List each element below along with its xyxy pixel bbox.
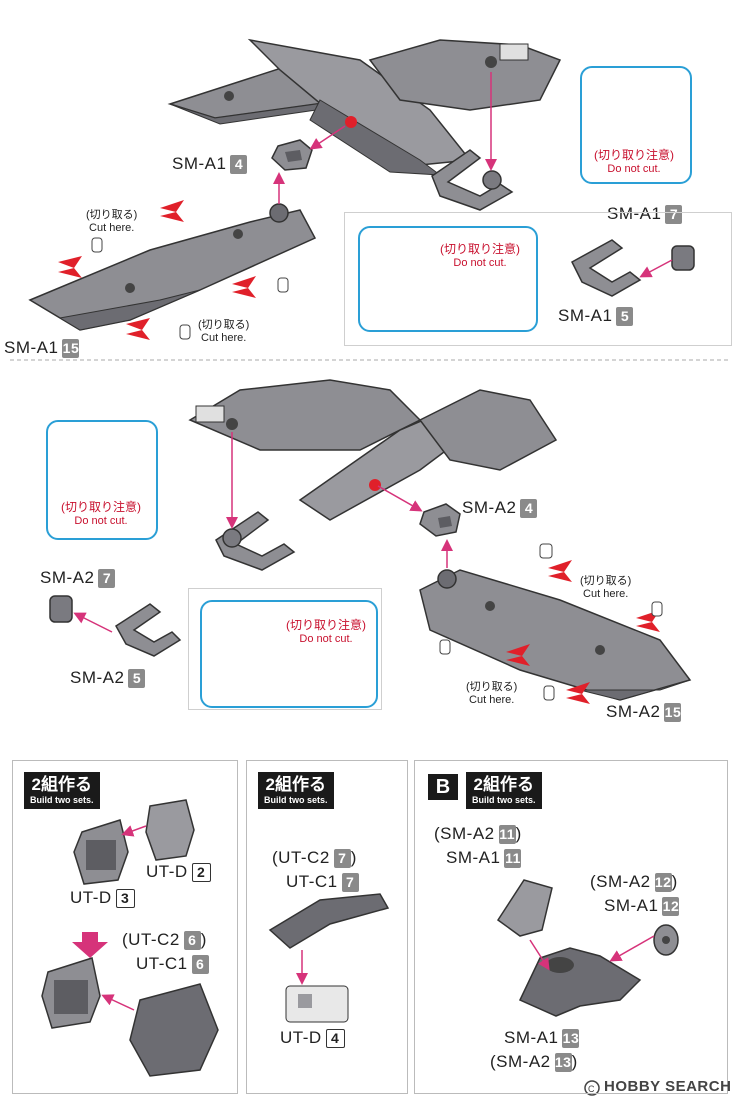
sub-step-box-top [344, 212, 732, 346]
wing-assembly-top [167, 38, 562, 176]
cut-here-note-1: (切り取る)Cut here. [86, 209, 138, 234]
wing-assembly-middle [188, 379, 558, 521]
do-not-cut-note-c: (切り取り注意)Do not cut. [61, 500, 141, 527]
sub-step-box-middle [188, 588, 382, 710]
hook-part-sm-a2-7-middle [215, 511, 296, 571]
copyright-icon [584, 1080, 600, 1096]
callout-do-not-cut-c [46, 420, 158, 540]
step-letter-b: B [428, 774, 458, 800]
do-not-cut-note-a: (切り取り注意)Do not cut. [594, 148, 674, 175]
cut-here-note-3: (切り取る)Cut here. [580, 575, 632, 600]
part-sm-a2-7-piece [49, 595, 182, 657]
part-sm-a2-4-middle [419, 503, 461, 537]
panel-1 [12, 760, 238, 1094]
panel3-graphic [496, 879, 679, 1017]
do-not-cut-note-d: (切り取り注意)Do not cut. [286, 618, 366, 645]
cut-markers-middle [506, 560, 660, 704]
callout-do-not-cut-b [358, 226, 538, 332]
svg-text:C: C [588, 1084, 595, 1094]
cut-markers-top [58, 200, 256, 340]
do-not-cut-note-b: (切り取り注意)Do not cut. [440, 242, 520, 269]
hook-part-sm-a1-7-top [431, 149, 514, 211]
callout-do-not-cut-d [200, 600, 378, 708]
panel2-graphic [268, 893, 390, 1023]
callout-do-not-cut-a [580, 66, 692, 184]
panel-2 [246, 760, 408, 1094]
hook-part-sm-a1-5 [571, 239, 695, 297]
cut-here-note-4: (切り取る)Cut here. [466, 681, 518, 706]
cut-here-note-2: (切り取る)Cut here. [198, 319, 250, 344]
part-sm-a1-4-top [271, 139, 313, 171]
panel1-graphic [41, 799, 219, 1077]
fin-sm-a2-15 [419, 569, 692, 701]
watermark-text: HOBBY SEARCH [604, 1078, 732, 1095]
panel-3 [414, 760, 728, 1094]
fin-sm-a1-15 [28, 203, 317, 331]
